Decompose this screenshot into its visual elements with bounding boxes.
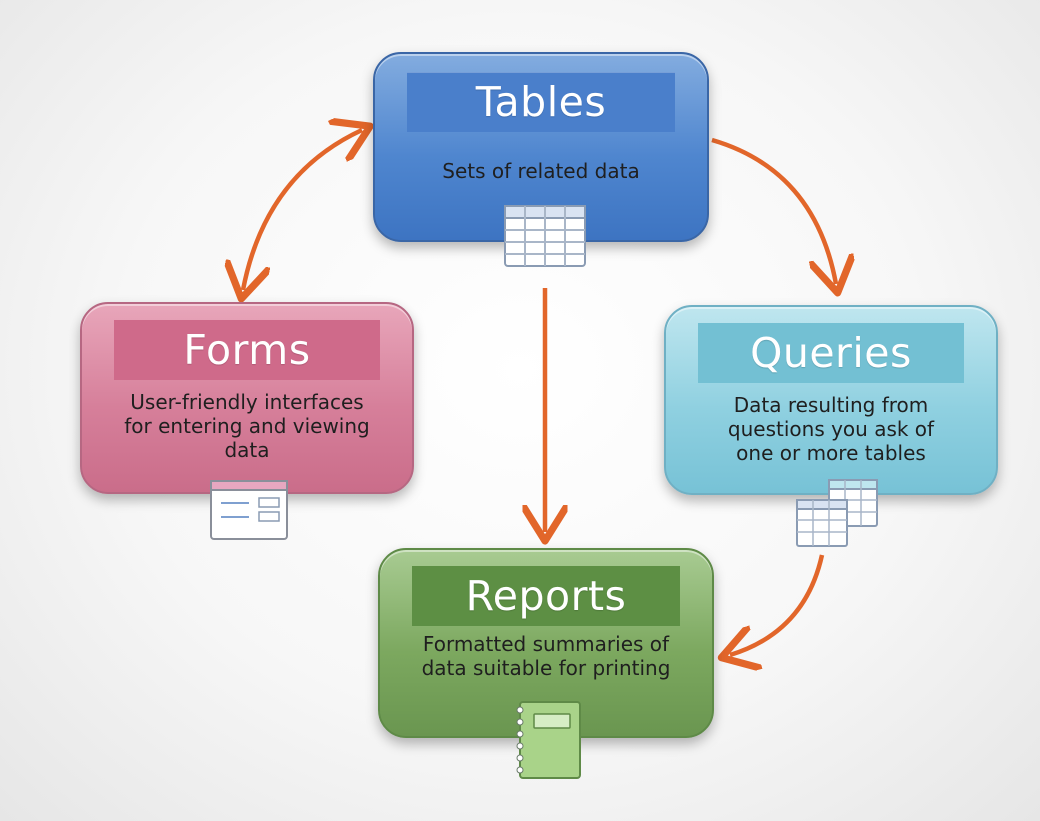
node-tables-description: Sets of related data [389,159,693,183]
report-notebook-icon [516,701,581,779]
node-forms-line: for entering and viewing [124,414,370,438]
node-forms-line: data [224,438,270,462]
node-tables: Tables Sets of related data [373,52,709,242]
form-window-icon [210,480,288,540]
node-reports-title: Reports [412,566,680,626]
node-queries-title: Queries [698,323,964,383]
node-queries-line: Data resulting from [733,393,929,417]
node-reports: Reports Formatted summaries of data suit… [378,548,714,738]
node-reports-description: Formatted summaries of data suitable for… [394,632,698,680]
node-tables-line: Sets of related data [442,159,640,183]
node-queries-line: questions you ask of [727,417,935,441]
arrow-tables-forms [243,130,362,290]
node-reports-line: data suitable for printing [421,656,671,680]
table-grid-icon [504,205,586,267]
node-reports-line: Formatted summaries of [422,632,670,656]
node-tables-title: Tables [407,72,675,132]
stacked-tables-icon [796,479,878,547]
node-queries-line: one or more tables [736,441,926,465]
arrow-queries-reports [730,554,825,655]
node-queries: Queries Data resulting from questions yo… [664,305,998,495]
node-forms-line: User-friendly interfaces [130,390,364,414]
node-queries-description: Data resulting from questions you ask of… [680,393,982,465]
node-forms-description: User-friendly interfaces for entering an… [96,390,398,462]
arrow-tables-queries [711,137,836,284]
node-forms-title: Forms [114,320,380,380]
node-forms: Forms User-friendly interfaces for enter… [80,302,414,494]
